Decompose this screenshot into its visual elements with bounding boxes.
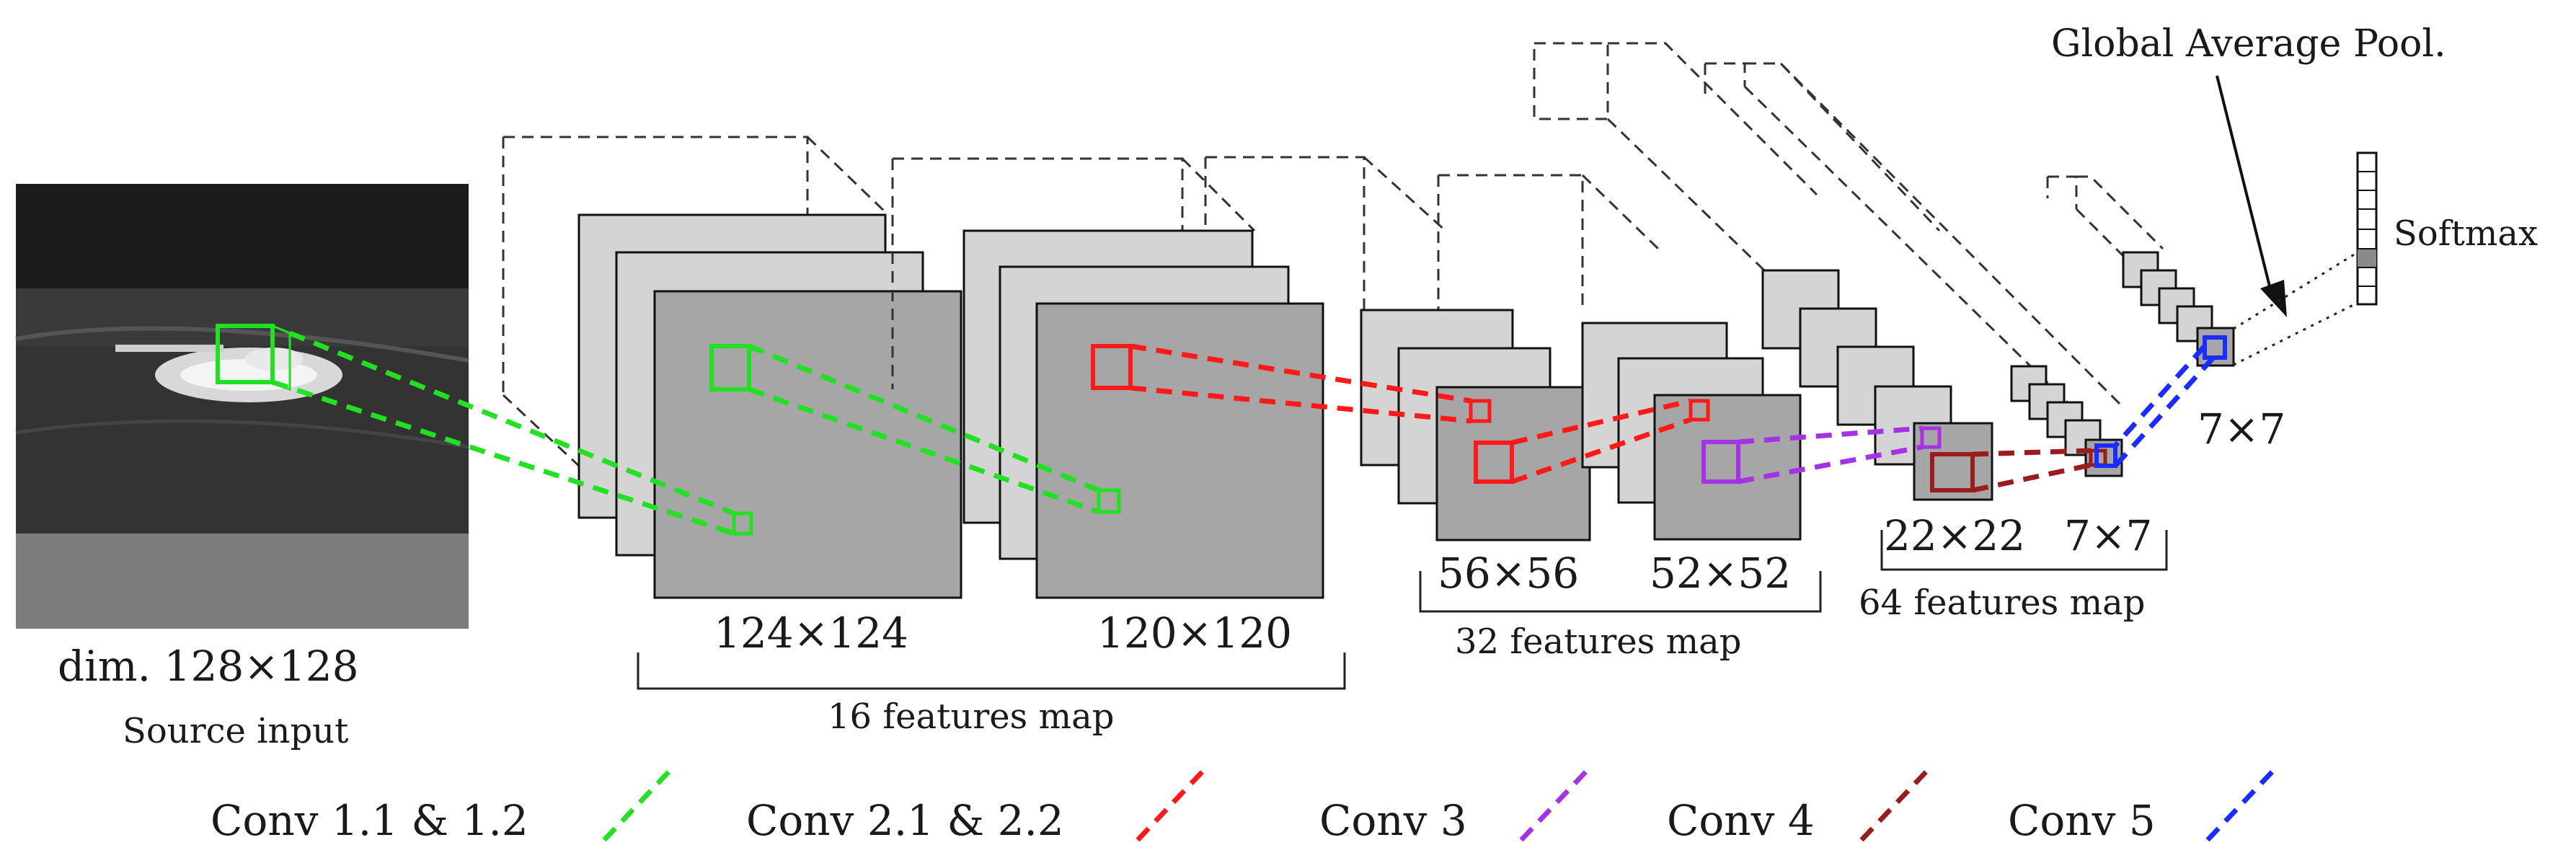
softmax-label: Softmax [2394, 213, 2538, 254]
legend-label-conv5: Conv 5 [2008, 796, 2156, 845]
conv1-connections [271, 330, 1100, 536]
softmax-connections [2233, 251, 2358, 366]
stage2-feature-maps [891, 156, 1447, 599]
size-label-s7: 7×7 [2197, 404, 2285, 454]
stage1-feature-maps [502, 136, 962, 599]
conv2-kernel-s2 [1091, 344, 1133, 390]
source-input-image [15, 184, 469, 629]
group-brace-64 [1880, 530, 2168, 571]
gap-label: Global Average Pool. [2051, 22, 2446, 66]
conv4-kernel-s5 [1930, 452, 1975, 492]
gap-arrow [2216, 75, 2287, 317]
legend-label-conv4: Conv 4 [1667, 796, 1815, 845]
size-label-s4: 52×52 [1650, 549, 1791, 598]
group-label-64: 64 features map [1859, 583, 2145, 623]
conv3-kernel-s4 [1701, 440, 1740, 484]
conv1-kernel-source [216, 324, 275, 384]
legend-swatch-conv4 [1859, 769, 1929, 842]
group-label-32: 32 features map [1455, 622, 1741, 662]
stage7-feature-maps [2122, 251, 2235, 367]
conv4-connections [1972, 448, 2092, 493]
conv3-target-s5 [1920, 426, 1942, 449]
stage5-feature-maps [1761, 269, 1993, 501]
size-label-s1: 124×124 [714, 609, 908, 658]
conv2-connections [1130, 343, 1692, 485]
size-label-s2: 120×120 [1097, 609, 1292, 658]
conv2-kernel-s3 [1474, 441, 1514, 484]
group-label-16: 16 features map [828, 696, 1114, 737]
conv1-target-s2 [1097, 488, 1121, 514]
legend-swatch-conv2 [1136, 769, 1205, 842]
legend-label-conv2: Conv 2.1 & 2.2 [746, 796, 1064, 845]
legend: Conv 1.1 & 1.2 Conv 2.1 & 2.2 Conv 3 Con… [211, 769, 2275, 845]
legend-label-conv3: Conv 3 [1319, 796, 1467, 845]
conv5-kernel-s6 [2094, 443, 2117, 468]
stage4-feature-maps [1581, 322, 1802, 541]
conv2-target-s4 [1688, 399, 1710, 422]
conv5-connections [2113, 344, 2216, 468]
conv1-target-s1 [732, 511, 753, 536]
conv3-connections [1738, 425, 1923, 485]
softmax-vector [2356, 151, 2378, 306]
size-label-s5: 22×22 [1884, 511, 2025, 560]
group-brace-32 [1419, 571, 1822, 613]
legend-swatch-conv1 [602, 769, 671, 842]
group-brace-16 [637, 653, 1346, 690]
conv1-kernel-s1 [709, 344, 751, 392]
legend-swatch-conv3 [1519, 769, 1588, 842]
legend-swatch-conv5 [2205, 769, 2275, 842]
size-label-s6: 7×7 [2064, 511, 2152, 560]
size-label-s3: 56×56 [1438, 549, 1579, 598]
source-caption: Source input [123, 711, 348, 751]
conv2-target-s3 [1469, 399, 1492, 423]
legend-label-conv1: Conv 1.1 & 1.2 [211, 796, 528, 845]
source-dim-label: dim. 128×128 [58, 642, 359, 691]
